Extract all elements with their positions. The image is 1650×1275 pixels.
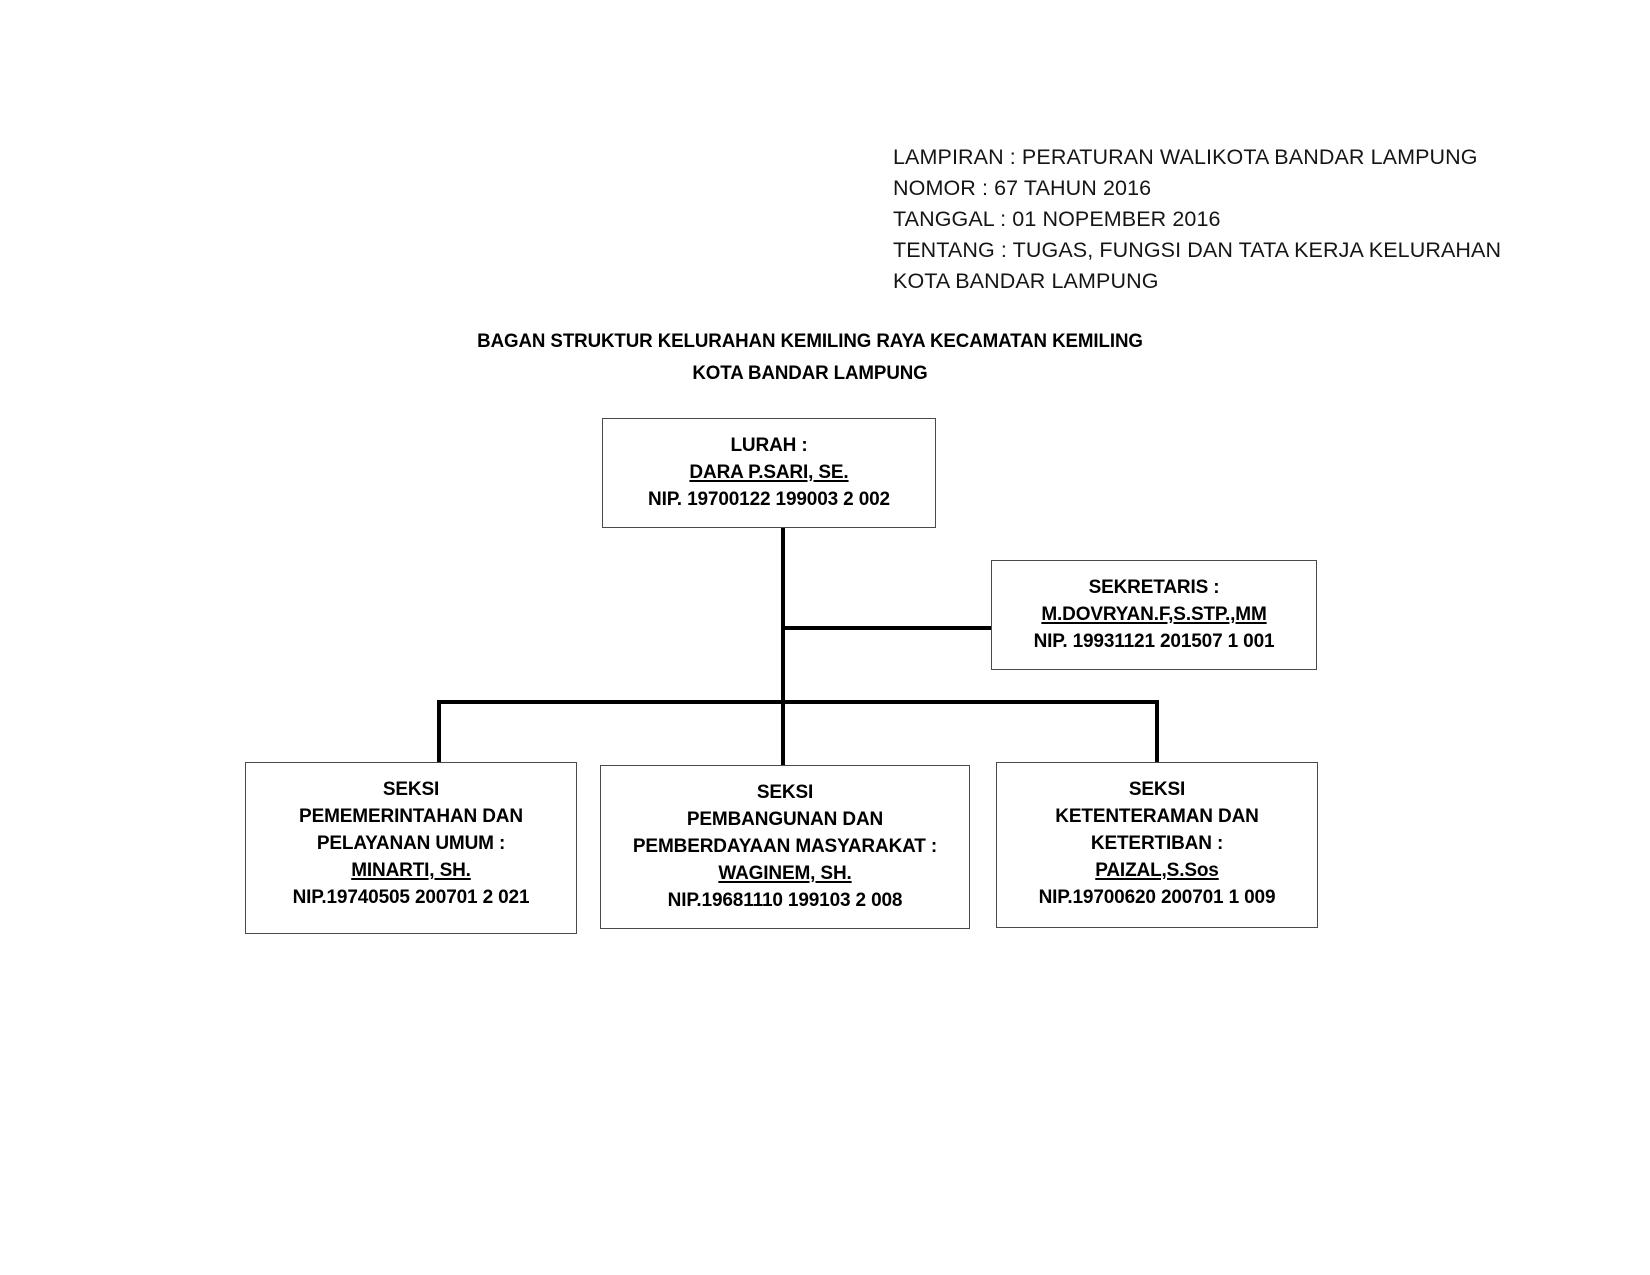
connector-seksi-bus bbox=[437, 700, 1159, 704]
node-seksi-3-role-line-3: KETERTIBAN : bbox=[1090, 833, 1224, 854]
connector-to-sekretaris bbox=[781, 626, 993, 630]
connector-lurah-trunk bbox=[781, 527, 785, 704]
node-seksi-3-name: PAIZAL,S.Sos bbox=[1095, 860, 1219, 881]
node-seksi-pembangunan[interactable]: SEKSI PEMBANGUNAN DAN PEMBERDAYAAN MASYA… bbox=[600, 765, 970, 929]
node-sekretaris-nip: NIP. 19931121 201507 1 001 bbox=[1033, 631, 1275, 652]
node-seksi-2-role-line-2: PEMBANGUNAN DAN bbox=[686, 809, 884, 830]
header-line-nomor: NOMOR : 67 TAHUN 2016 bbox=[893, 176, 1152, 200]
node-lurah-role: LURAH : bbox=[730, 435, 808, 456]
node-seksi-1-role-line-1: SEKSI bbox=[382, 779, 440, 800]
node-seksi-3-role-line-1: SEKSI bbox=[1128, 779, 1186, 800]
node-sekretaris[interactable]: SEKRETARIS : M.DOVRYAN.F,S.STP.,MM NIP. … bbox=[991, 560, 1317, 670]
chart-title: BAGAN STRUKTUR KELURAHAN KEMILING RAYA K… bbox=[170, 325, 1450, 389]
node-lurah-nip: NIP. 19700122 199003 2 002 bbox=[648, 489, 890, 510]
node-seksi-2-role-line-1: SEKSI bbox=[756, 782, 814, 803]
node-seksi-3-nip: NIP.19700620 200701 1 009 bbox=[1038, 887, 1276, 908]
node-seksi-2-role-line-3: PEMBERDAYAAN MASYARAKAT : bbox=[632, 836, 938, 857]
node-lurah[interactable]: LURAH : DARA P.SARI, SE. NIP. 19700122 1… bbox=[602, 418, 936, 528]
chart-title-line-1: BAGAN STRUKTUR KELURAHAN KEMILING RAYA K… bbox=[477, 330, 1143, 352]
node-seksi-1-name: MINARTI, SH. bbox=[351, 860, 471, 881]
node-seksi-3-role-line-2: KETENTERAMAN DAN bbox=[1055, 806, 1259, 827]
node-sekretaris-role: SEKRETARIS : bbox=[1088, 577, 1220, 598]
header-line-tentang: TENTANG : TUGAS, FUNGSI DAN TATA KERJA K… bbox=[893, 238, 1502, 262]
node-seksi-pemerintahan[interactable]: SEKSI PEMEMERINTAHAN DAN PELAYANAN UMUM … bbox=[245, 762, 577, 934]
header-line-tanggal: TANGGAL : 01 NOPEMBER 2016 bbox=[893, 207, 1221, 231]
node-seksi-1-role-line-3: PELAYANAN UMUM : bbox=[316, 833, 506, 854]
document-reference-header: LAMPIRAN : PERATURAN WALIKOTA BANDAR LAM… bbox=[893, 142, 1502, 297]
node-seksi-2-nip: NIP.19681110 199103 2 008 bbox=[667, 890, 903, 911]
connector-drop-seksi-1 bbox=[437, 700, 441, 764]
node-seksi-2-name: WAGINEM, SH. bbox=[718, 863, 852, 884]
node-sekretaris-name: M.DOVRYAN.F,S.STP.,MM bbox=[1041, 604, 1267, 625]
node-seksi-1-nip: NIP.19740505 200701 2 021 bbox=[292, 887, 530, 908]
node-seksi-1-role-line-2: PEMEMERINTAHAN DAN bbox=[299, 806, 523, 827]
connector-drop-seksi-2 bbox=[781, 700, 785, 766]
node-seksi-ketenteraman[interactable]: SEKSI KETENTERAMAN DAN KETERTIBAN : PAIZ… bbox=[996, 762, 1318, 928]
node-lurah-name: DARA P.SARI, SE. bbox=[689, 462, 849, 483]
header-line-kota: KOTA BANDAR LAMPUNG bbox=[893, 269, 1159, 293]
connector-drop-seksi-3 bbox=[1155, 700, 1159, 763]
chart-title-line-2: KOTA BANDAR LAMPUNG bbox=[692, 362, 928, 384]
header-line-lampiran: LAMPIRAN : PERATURAN WALIKOTA BANDAR LAM… bbox=[893, 145, 1478, 169]
